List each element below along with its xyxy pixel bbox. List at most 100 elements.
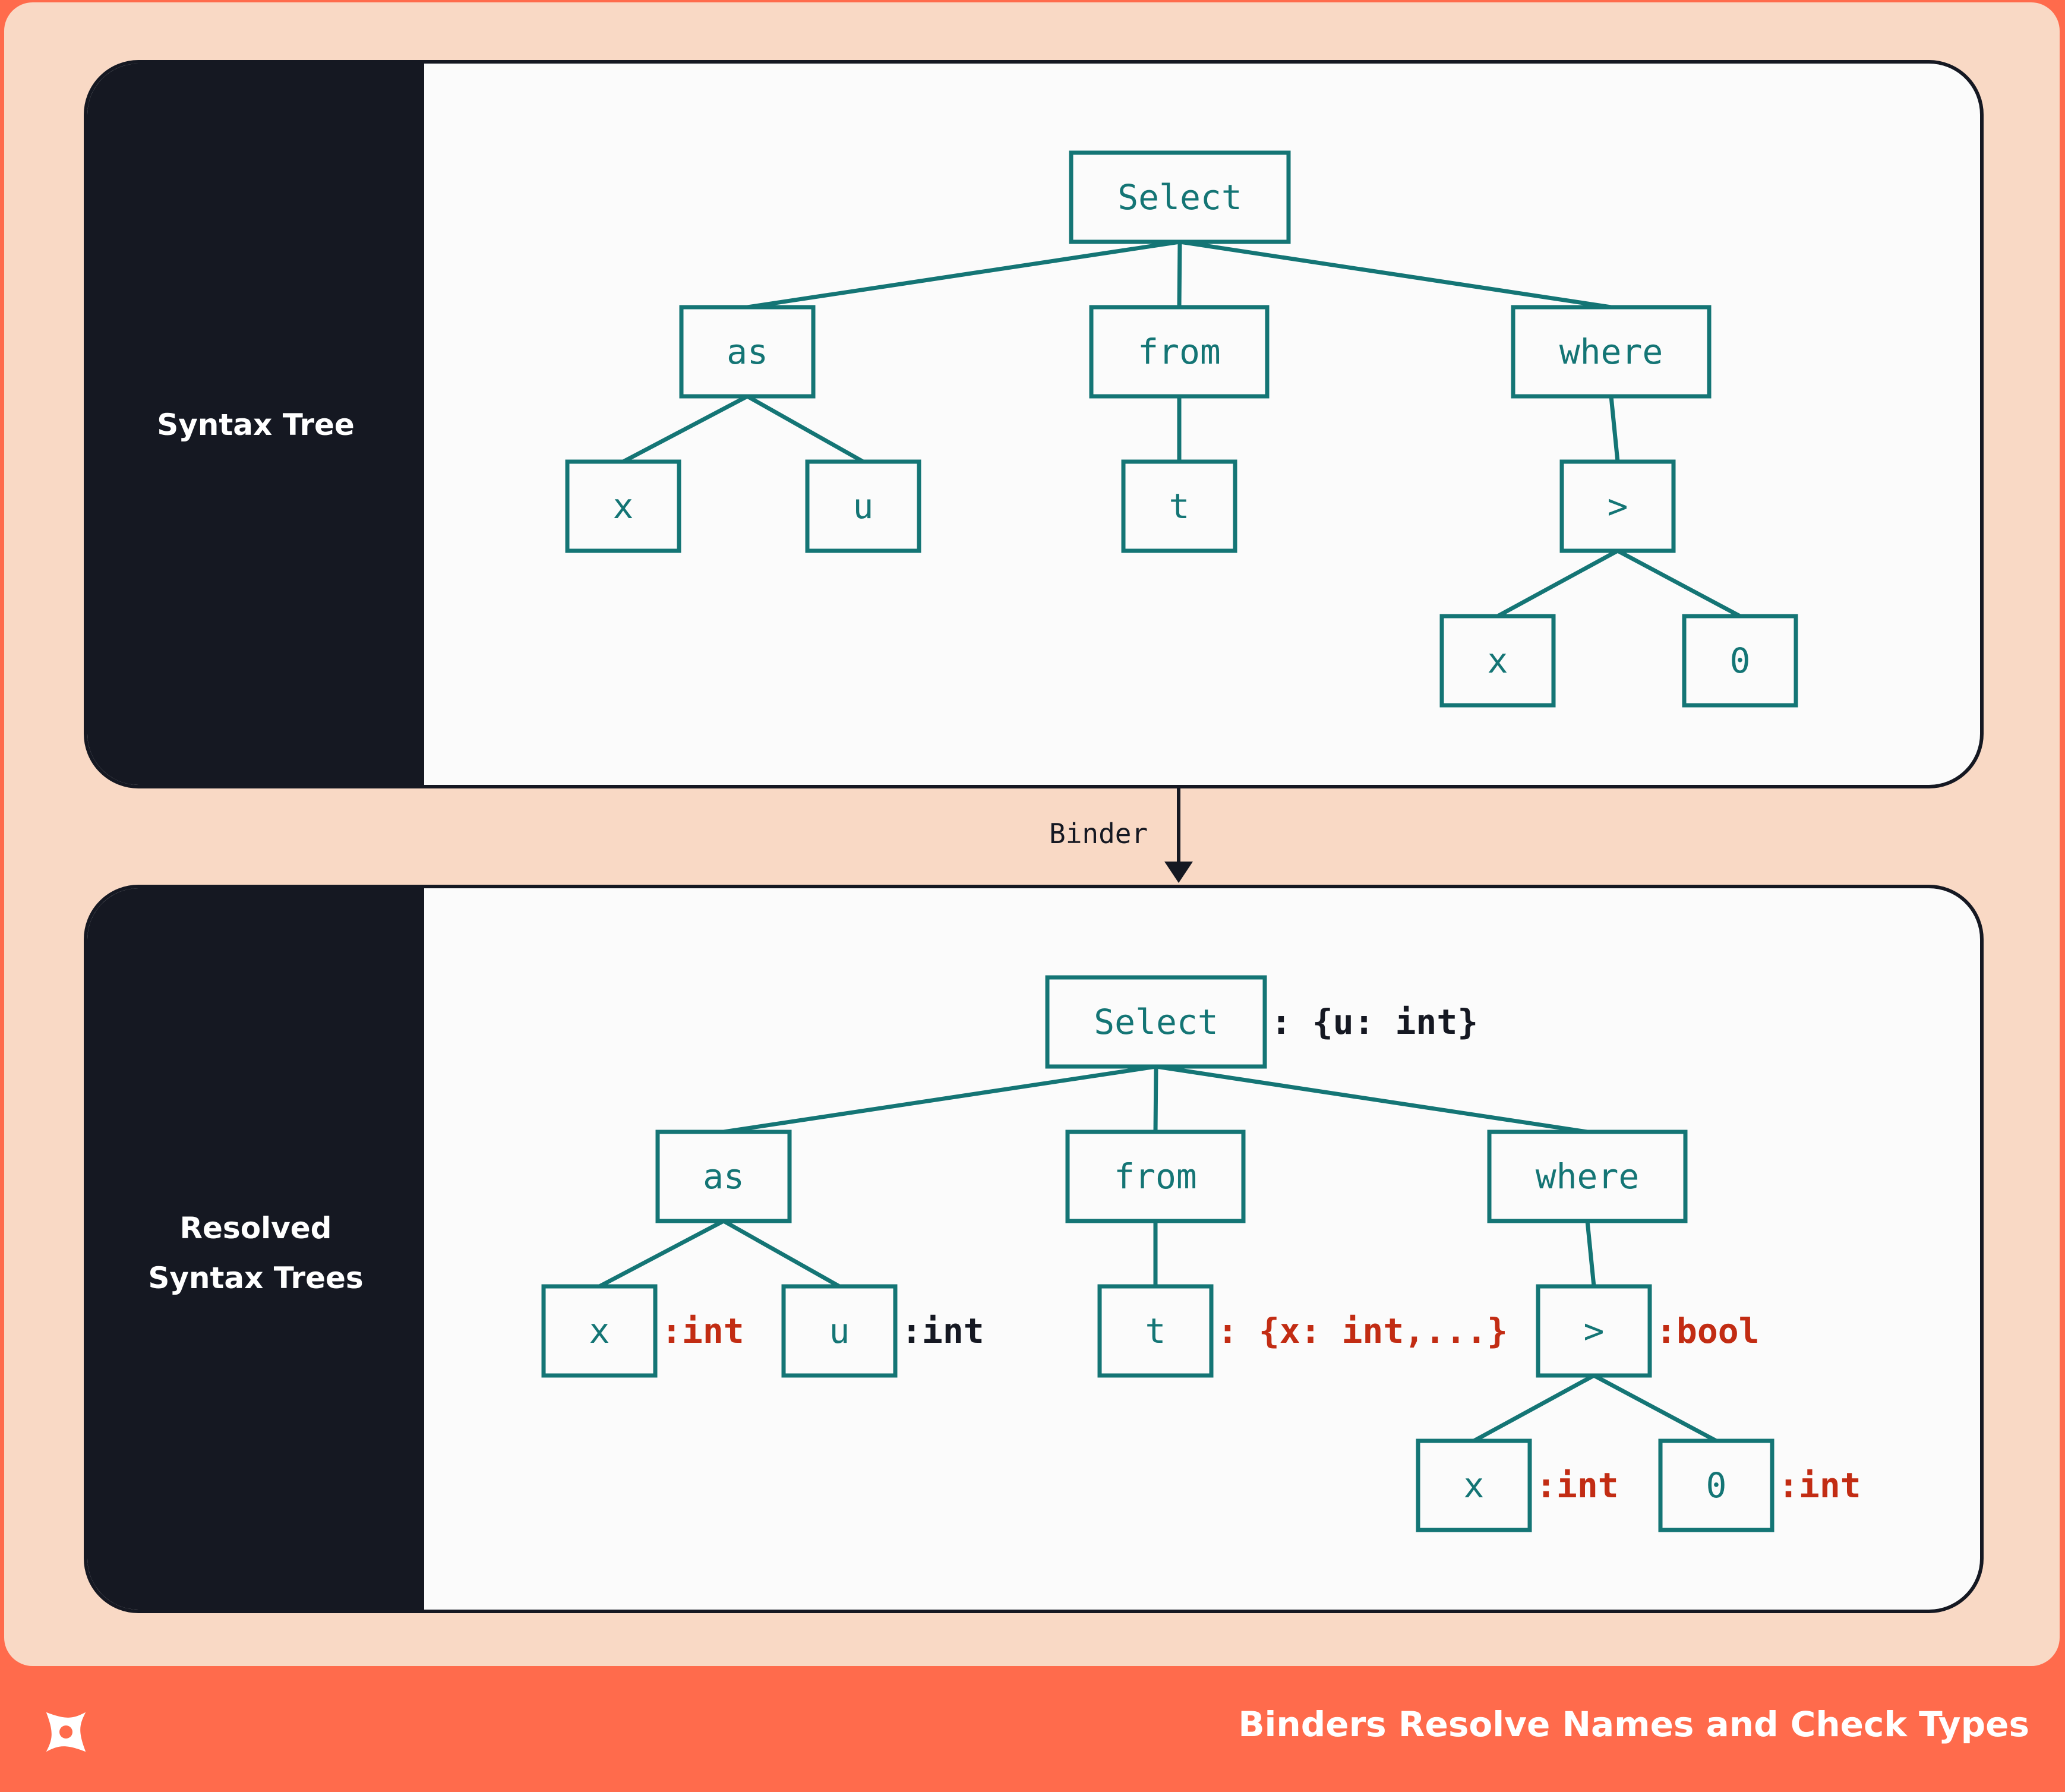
panel-label-line: Syntax Tree	[157, 408, 355, 442]
tree-node-x2: x	[1439, 614, 1556, 708]
panel-label: Resolved Syntax Trees	[87, 1203, 424, 1303]
panel-side-bar: Syntax Tree	[87, 64, 424, 785]
node-label: from	[1138, 332, 1221, 372]
tree-edge	[1616, 548, 1741, 619]
node-box	[1511, 305, 1712, 399]
node-box	[1121, 459, 1237, 553]
node-label: from	[1114, 1156, 1197, 1197]
footer-title: Binders Resolve Names and Check Types	[1238, 1704, 2029, 1744]
x-star-logo-icon	[46, 1712, 86, 1752]
node-box	[805, 459, 921, 553]
node-box	[1682, 614, 1798, 708]
tree-edge	[722, 1219, 841, 1289]
tree-edge	[1496, 548, 1619, 619]
type-annotation-u: :int	[901, 1311, 984, 1351]
tree-node-t: t	[1121, 459, 1237, 553]
type-annotation-x2: :int	[1536, 1465, 1619, 1506]
node-label: t	[1145, 1311, 1166, 1351]
node-label: 0	[1730, 641, 1751, 681]
resolved-tree-panel: Resolved Syntax Trees Select : {u: int} as…	[84, 885, 1984, 1613]
arrow-head	[1164, 862, 1193, 883]
tree-node-gt: >	[1536, 1284, 1652, 1378]
tree-node-x2: x	[1416, 1438, 1532, 1532]
tree-node-select: Select	[1069, 150, 1291, 244]
tree-node-t: t	[1097, 1284, 1214, 1378]
node-box	[1416, 1438, 1532, 1532]
resolved-syntax-tree: Select : {u: int} as from where x :int u :int t : …	[541, 975, 1861, 1532]
node-label: >	[1584, 1311, 1605, 1351]
tree-edge	[1593, 1373, 1717, 1443]
tree-node-as: as	[679, 305, 816, 399]
tree-edge	[1177, 241, 1182, 308]
node-label: Select	[1094, 1002, 1218, 1042]
tree-node-x1: x	[541, 1284, 658, 1378]
node-label: where	[1536, 1156, 1640, 1197]
tree-node-where: where	[1487, 1130, 1688, 1223]
node-label: as	[703, 1156, 744, 1197]
node-box	[1045, 975, 1267, 1069]
tree-edge	[1473, 1373, 1595, 1443]
type-annotation-t: : {x: int,...}	[1217, 1311, 1508, 1351]
node-label: u	[853, 486, 874, 526]
node-box	[565, 459, 681, 553]
panel-label-line: Syntax Trees	[148, 1261, 364, 1295]
node-box	[1097, 1284, 1214, 1378]
tree-edge	[723, 1064, 1157, 1134]
node-label: Select	[1117, 177, 1242, 217]
node-box	[655, 1130, 792, 1223]
node-box	[1487, 1130, 1688, 1223]
node-box	[1069, 150, 1291, 244]
tree-node-where: where	[1511, 305, 1712, 399]
node-label: x	[1488, 641, 1508, 681]
node-label: 0	[1706, 1465, 1727, 1506]
tree-node-as: as	[655, 1130, 792, 1223]
syntax-tree-panel: Syntax Tree Select as from where x u t > x 0	[84, 60, 1984, 788]
type-annotation-gt: :bool	[1656, 1311, 1760, 1351]
panel-side-bar: Resolved Syntax Trees	[87, 888, 424, 1610]
tree-edge	[598, 1219, 725, 1289]
node-label: x	[589, 1311, 610, 1351]
tree-edge	[747, 239, 1180, 310]
node-label: x	[613, 486, 634, 526]
tree-node-from: from	[1089, 305, 1270, 399]
tree-edge	[1153, 1066, 1158, 1132]
node-box	[679, 305, 816, 399]
panel-label: Syntax Tree	[87, 400, 424, 450]
type-annotation-x1: :int	[661, 1311, 744, 1351]
node-box	[1089, 305, 1270, 399]
node-label: u	[829, 1311, 850, 1351]
panel-label-line: Resolved	[179, 1211, 332, 1245]
tree-node-u: u	[781, 1284, 898, 1378]
tree-edge	[1585, 1220, 1596, 1287]
syntax-tree: Select as from where x u t > x 0	[565, 150, 1798, 708]
type-annotation-zero: :int	[1778, 1465, 1861, 1506]
tree-node-x1: x	[565, 459, 681, 553]
node-label: t	[1169, 486, 1190, 526]
tree-node-u: u	[805, 459, 921, 553]
node-label: as	[727, 332, 768, 372]
node-label: where	[1559, 332, 1663, 372]
node-box	[1439, 614, 1556, 708]
tree-edge	[1179, 239, 1612, 310]
tree-node-zero: 0	[1682, 614, 1798, 708]
node-box	[1536, 1284, 1652, 1378]
tree-edge	[1609, 396, 1620, 462]
tree-node-zero: 0	[1658, 1438, 1774, 1532]
tree-node-gt: >	[1559, 459, 1676, 553]
node-box	[1559, 459, 1676, 553]
type-annotation-select: : {u: int}	[1271, 1002, 1478, 1042]
node-label: x	[1464, 1465, 1485, 1506]
node-box	[781, 1284, 898, 1378]
tree-edge	[1155, 1064, 1588, 1134]
tree-node-select: Select	[1045, 975, 1267, 1069]
node-label: >	[1608, 486, 1628, 526]
binder-label: Binder	[1049, 818, 1148, 850]
tree-edge	[746, 394, 864, 464]
node-box	[541, 1284, 658, 1378]
node-box	[1658, 1438, 1774, 1532]
tree-node-from: from	[1065, 1130, 1246, 1223]
node-box	[1065, 1130, 1246, 1223]
tree-edge	[622, 394, 749, 464]
